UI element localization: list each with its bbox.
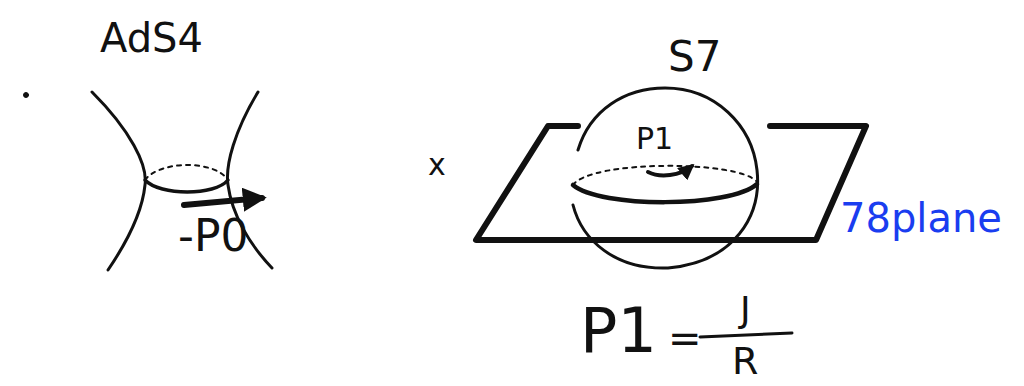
sphere-outline (573, 88, 758, 268)
stray-dot (24, 93, 29, 98)
momentum-label: P1 (636, 124, 673, 154)
space-name: AdS4 (100, 18, 203, 58)
formula-term: J (740, 292, 751, 328)
rotation-arrow (648, 166, 692, 175)
waist-back (145, 165, 228, 180)
momentum-label: -P0 (178, 214, 248, 258)
equator-back (573, 166, 757, 185)
equator-front (573, 184, 757, 202)
formula-term: P1 (580, 300, 657, 362)
fraction-bar (700, 333, 792, 337)
waist-front (145, 180, 228, 192)
formula-term: R (732, 342, 758, 380)
plane-label: 78plane (840, 198, 1002, 238)
space-name: S7 (668, 36, 721, 78)
hyperboloid-left (92, 92, 145, 270)
product-sign: x (428, 150, 446, 180)
formula-sign: = (668, 318, 702, 358)
time-arrow (184, 198, 262, 205)
